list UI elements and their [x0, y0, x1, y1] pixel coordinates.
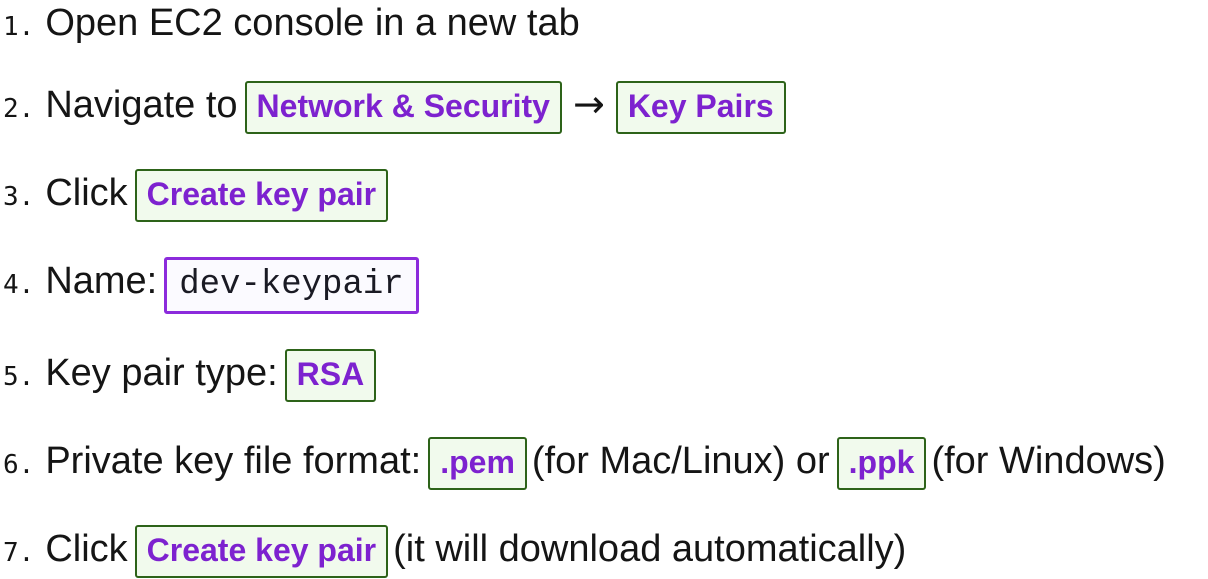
step-text: Open EC2 console in a new tab: [45, 2, 580, 44]
code-value-keypair-name: dev-keypair: [164, 256, 419, 315]
step-row: 1. Open EC2 console in a new tab: [3, 1, 580, 46]
step-text: Key pair type:: [45, 352, 278, 395]
step-text: Click: [45, 171, 128, 214]
step-row: 4. Name:dev-keypair: [3, 256, 424, 315]
ui-ref-ppk: .ppk: [836, 437, 927, 490]
step-text: (it will download automatically): [393, 528, 907, 571]
ui-ref-create-key-pair: Create key pair: [134, 168, 389, 222]
right-arrow-icon: →: [572, 81, 605, 126]
ui-ref-network-and-security: Network & Security: [244, 80, 562, 134]
step-number: 7.: [3, 538, 35, 569]
step-row: 6. Private key file format:.pem(for Mac/L…: [3, 437, 1166, 490]
step-number: 6.: [3, 450, 35, 481]
step-text: Navigate to: [45, 83, 238, 126]
ui-ref-pem: .pem: [428, 437, 527, 490]
step-number: 1.: [3, 12, 35, 42]
step-number: 5.: [3, 362, 35, 393]
ui-ref-rsa: RSA: [284, 349, 377, 403]
step-text: (for Mac/Linux) or: [531, 440, 830, 483]
ui-ref-key-pairs: Key Pairs: [615, 80, 786, 134]
step-number: 3.: [3, 181, 35, 212]
step-number: 2.: [3, 93, 35, 124]
step-text: (for Windows): [931, 440, 1166, 483]
step-number: 4.: [3, 269, 35, 300]
step-text: Private key file format:: [45, 440, 422, 483]
step-text: Click: [45, 528, 128, 571]
step-row: 5. Key pair type:RSA: [3, 349, 381, 403]
ui-ref-create-key-pair: Create key pair: [134, 525, 389, 578]
step-text: Name:: [45, 259, 158, 302]
